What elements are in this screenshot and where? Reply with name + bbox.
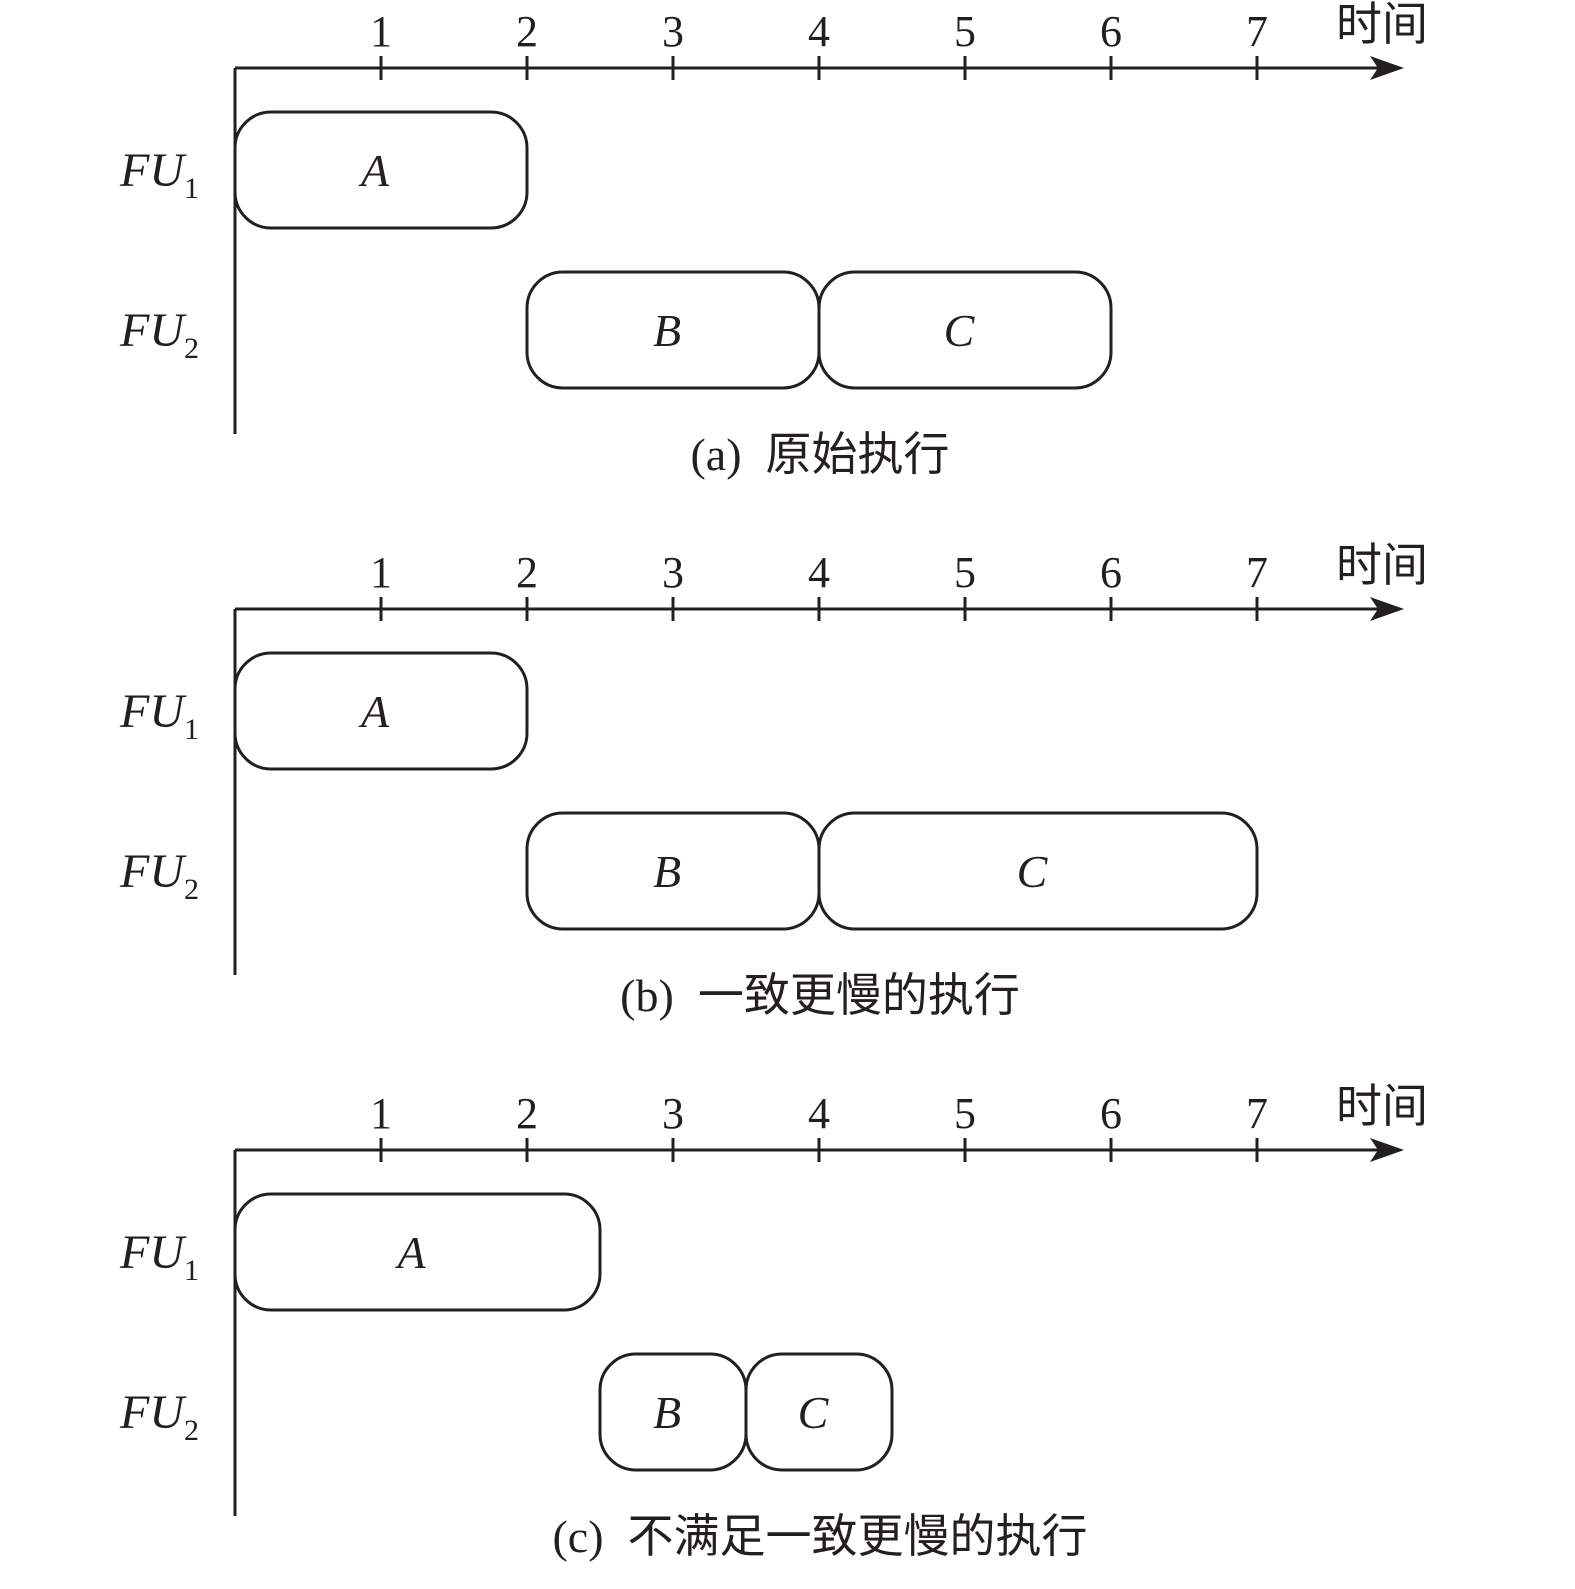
tick-label: 2: [516, 548, 538, 597]
task-label-a: A: [394, 1227, 426, 1278]
tick-label: 3: [662, 1089, 684, 1138]
row-label-subscript: 1: [184, 172, 199, 205]
panel-caption: (a) 原始执行: [690, 429, 949, 480]
task-box-c: [817, 270, 1113, 390]
row-label-fu2: FU2: [119, 1386, 199, 1447]
row-label-subscript: 2: [184, 1414, 199, 1447]
tick-label: 3: [662, 548, 684, 597]
tick-label: 1: [370, 1089, 392, 1138]
tick-label: 2: [516, 7, 538, 56]
task-label-c: C: [944, 305, 976, 356]
task-box-c: [817, 811, 1259, 931]
panel-caption-id: (a): [690, 429, 741, 480]
panel-caption: (c) 不满足一致更慢的执行: [552, 1511, 1087, 1562]
row-label-fu1: FU1: [119, 1226, 199, 1287]
tick-label: 5: [954, 1089, 976, 1138]
panel-caption-text: 一致更慢的执行: [698, 970, 1020, 1021]
task-label-b: B: [653, 1387, 681, 1438]
time-axis-label: 时间: [1336, 1081, 1428, 1132]
row-label-subscript: 2: [184, 332, 199, 365]
task-label-a: A: [358, 686, 390, 737]
time-axis-arrow-icon: [1370, 1138, 1404, 1162]
task-label-b: B: [653, 305, 681, 356]
tick-label: 4: [808, 548, 830, 597]
row-label-subscript: 2: [184, 873, 199, 906]
row-label-subscript: 1: [184, 713, 199, 746]
tick-label: 6: [1100, 548, 1122, 597]
row-label-fu2: FU2: [119, 304, 199, 365]
tick-label: 7: [1246, 7, 1268, 56]
row-label-fu2: FU2: [119, 845, 199, 906]
panel-caption-text: 不满足一致更慢的执行: [628, 1511, 1088, 1562]
task-box-a: [233, 110, 529, 230]
tick-label: 7: [1246, 1089, 1268, 1138]
time-axis-arrow-icon: [1370, 56, 1404, 80]
tick-label: 6: [1100, 7, 1122, 56]
tick-label: 1: [370, 7, 392, 56]
time-axis-label: 时间: [1336, 0, 1428, 50]
panel-caption-id: (b): [620, 970, 674, 1021]
tick-label: 5: [954, 7, 976, 56]
row-label-fu1: FU1: [119, 144, 199, 205]
time-axis-arrow-icon: [1370, 597, 1404, 621]
task-label-b: B: [653, 846, 681, 897]
task-box-a: [233, 651, 529, 771]
panel-caption: (b) 一致更慢的执行: [620, 970, 1020, 1021]
panel-caption-text: 原始执行: [766, 429, 950, 480]
tick-label: 2: [516, 1089, 538, 1138]
time-axis-label: 时间: [1336, 540, 1428, 591]
tick-label: 4: [808, 7, 830, 56]
task-label-c: C: [798, 1387, 830, 1438]
task-box-a: [233, 1192, 602, 1312]
task-box-c: [744, 1352, 894, 1472]
tick-label: 1: [370, 548, 392, 597]
row-label-subscript: 1: [184, 1254, 199, 1287]
panel-caption-id: (c): [552, 1511, 603, 1562]
row-label-fu1: FU1: [119, 685, 199, 746]
tick-label: 3: [662, 7, 684, 56]
tick-label: 5: [954, 548, 976, 597]
task-label-c: C: [1017, 846, 1049, 897]
tick-label: 4: [808, 1089, 830, 1138]
task-label-a: A: [358, 145, 390, 196]
tick-label: 7: [1246, 548, 1268, 597]
tick-label: 6: [1100, 1089, 1122, 1138]
